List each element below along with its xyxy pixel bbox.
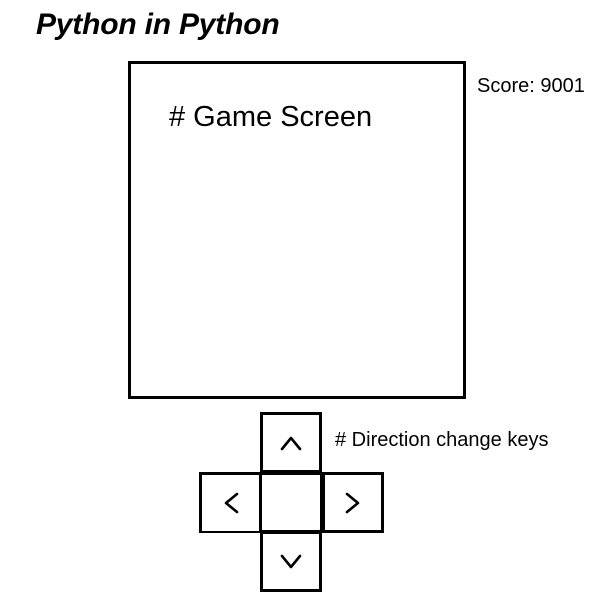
chevron-down-icon xyxy=(280,554,302,568)
direction-keys-label: # Direction change keys xyxy=(335,429,549,451)
right-key-button[interactable] xyxy=(322,472,384,533)
chevron-left-icon xyxy=(224,492,238,514)
game-screen-label: # Game Screen xyxy=(169,101,373,133)
chevron-right-icon xyxy=(345,492,360,513)
game-screen[interactable]: # Game Screen xyxy=(128,61,466,399)
center-key xyxy=(259,472,323,533)
up-key-button[interactable] xyxy=(260,412,322,473)
game-title: Python in Python xyxy=(36,8,280,41)
chevron-up-icon xyxy=(280,436,302,450)
left-key-button[interactable] xyxy=(199,472,261,533)
down-key-button[interactable] xyxy=(260,531,322,592)
score-display: Score: 9001 xyxy=(477,75,585,97)
